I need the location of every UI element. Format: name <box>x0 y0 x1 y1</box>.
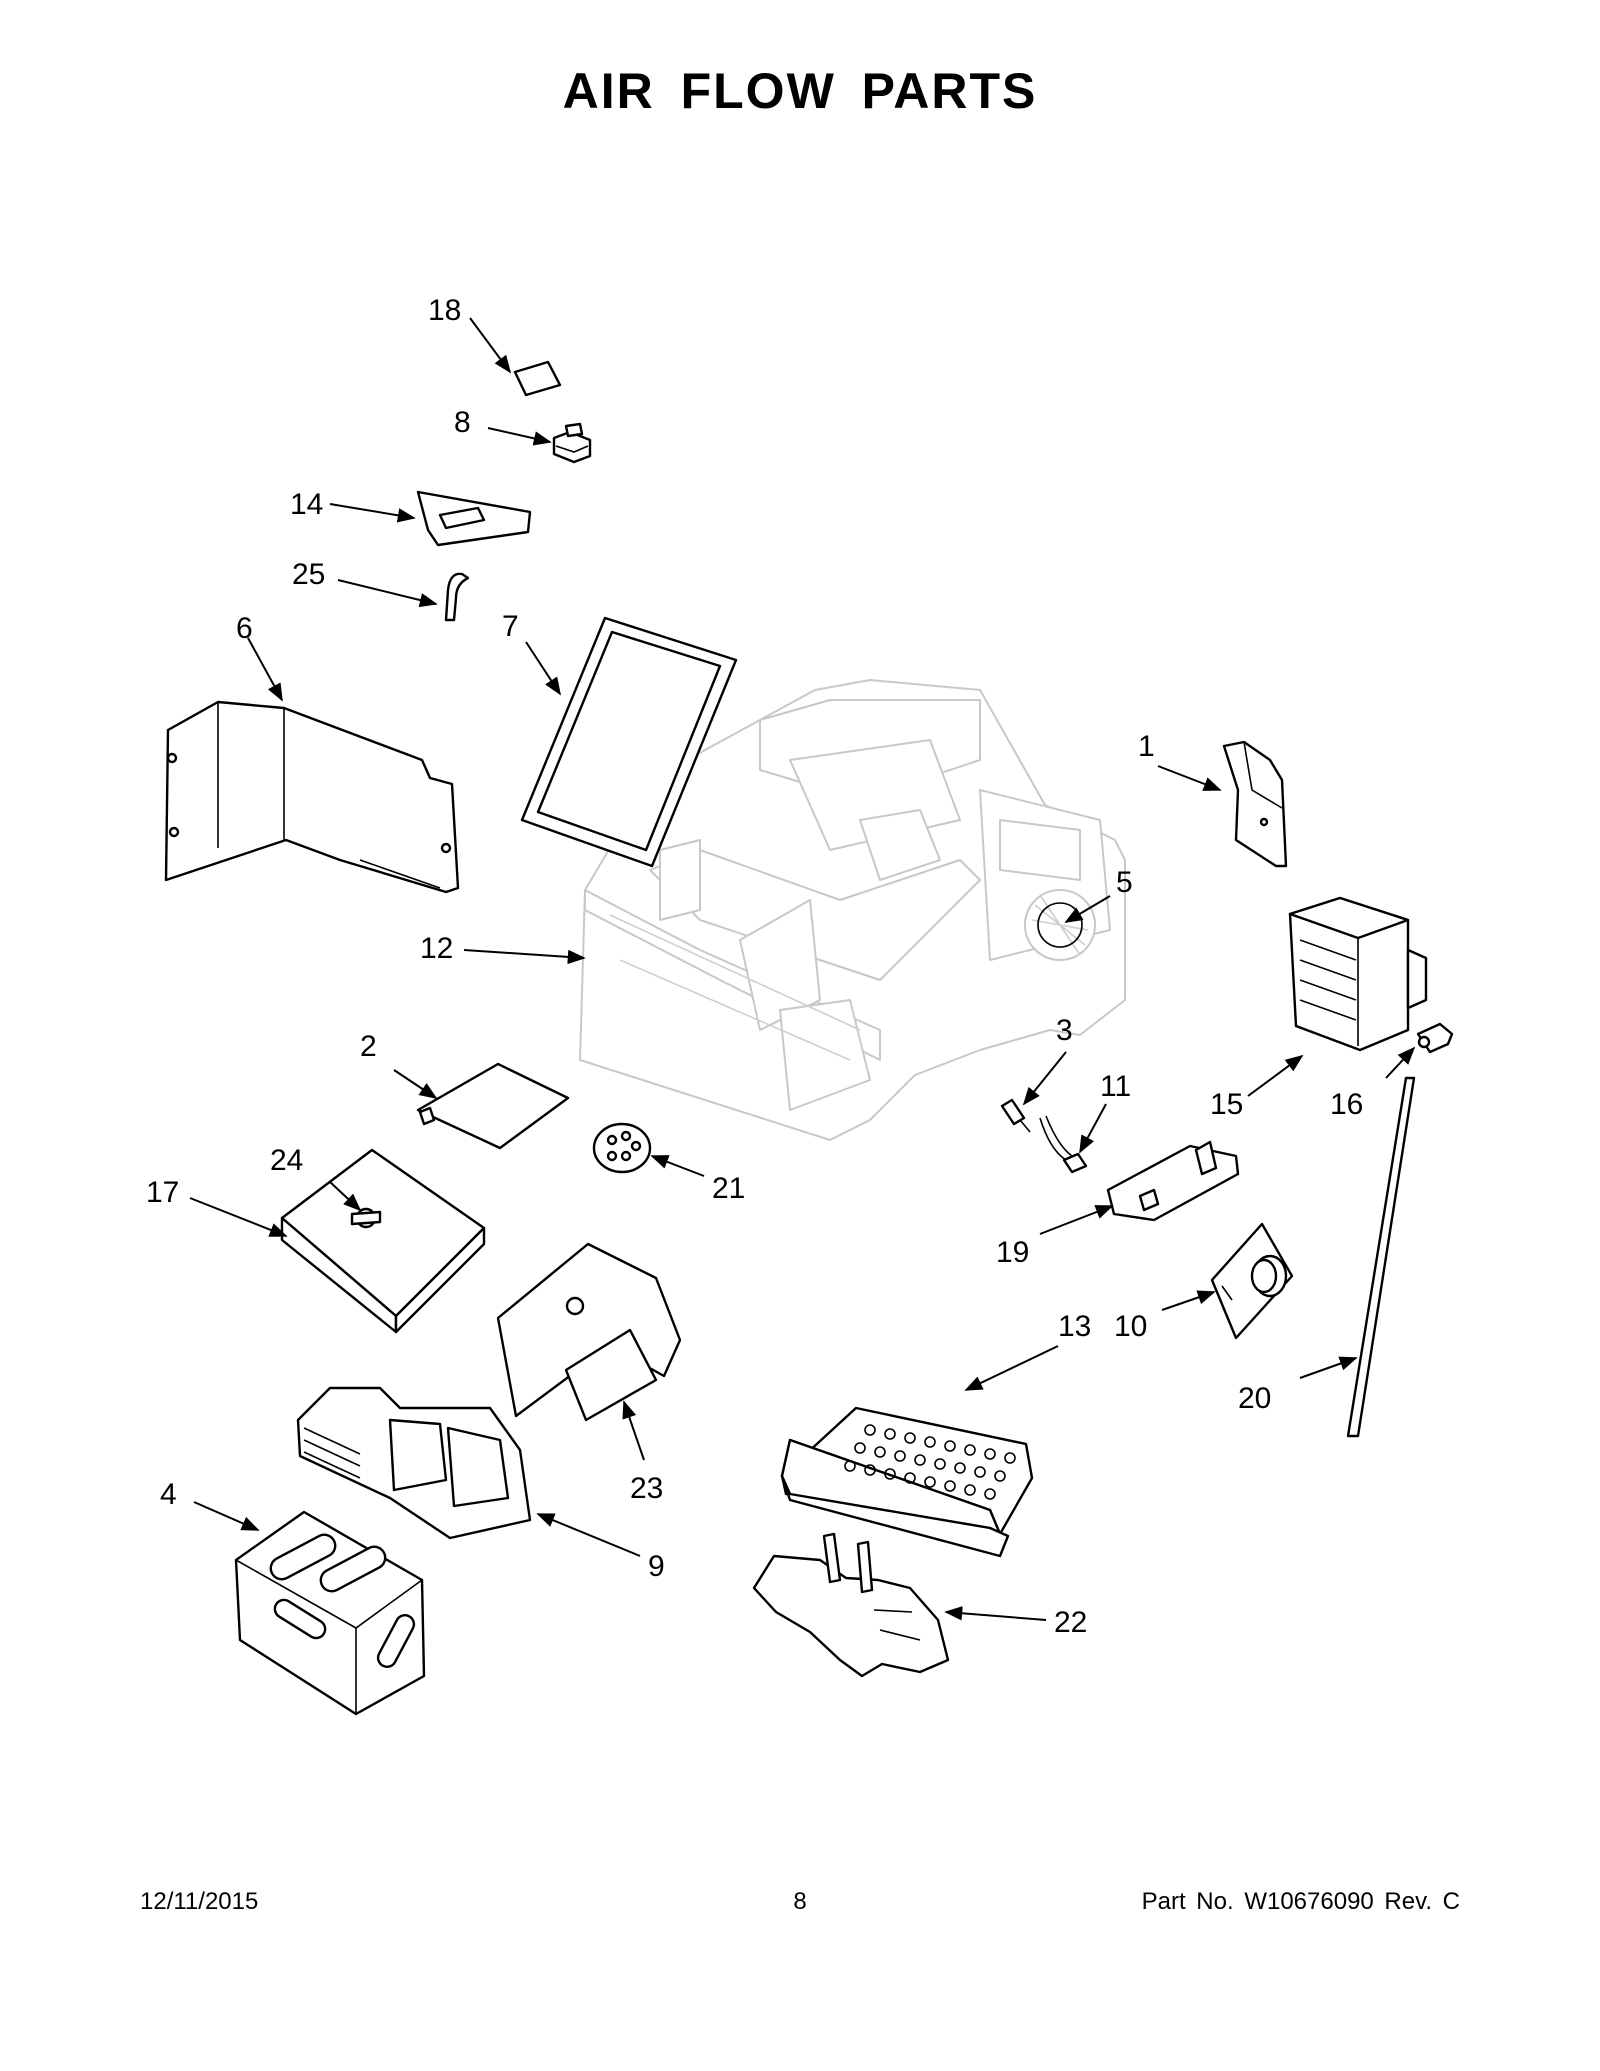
callout-13: 13 <box>1058 1310 1091 1343</box>
part-18-shape <box>513 360 562 397</box>
page-title: AIR FLOW PARTS <box>562 63 1038 119</box>
part-3-shape <box>1000 1098 1031 1133</box>
part-8-shape <box>552 422 592 464</box>
callout-12: 12 <box>420 932 453 965</box>
part-9-shape <box>296 1386 532 1540</box>
part-19-shape <box>1106 1140 1240 1222</box>
housing-ghost <box>579 679 1126 1141</box>
callout-25: 25 <box>292 558 325 591</box>
callout-9: 9 <box>648 1550 665 1583</box>
part-6-shape <box>164 700 460 894</box>
callout-5: 5 <box>1116 866 1133 899</box>
part-11-shape <box>1039 1115 1088 1174</box>
callout-20: 20 <box>1238 1382 1271 1415</box>
footer-date: 12/11/2015 <box>140 1888 259 1915</box>
part-5-fan-marker <box>1037 902 1083 948</box>
part-16-shape <box>1416 1022 1454 1054</box>
callout-1: 1 <box>1138 730 1155 763</box>
part-14-shape <box>416 490 532 547</box>
footer-part-number: Part No. W10676090 Rev. C <box>1141 1888 1460 1915</box>
part-25-shape <box>444 572 470 622</box>
part-23-shape <box>496 1242 682 1422</box>
part-4-shape <box>234 1510 426 1716</box>
callout-2: 2 <box>360 1030 377 1063</box>
part-2-shape <box>416 1062 570 1150</box>
part-15-shape <box>1288 896 1428 1052</box>
callout-19: 19 <box>996 1236 1029 1269</box>
callout-21: 21 <box>712 1172 745 1205</box>
callout-18: 18 <box>428 294 461 327</box>
part-1-shape <box>1222 740 1288 868</box>
callout-16: 16 <box>1330 1088 1363 1121</box>
callout-3: 3 <box>1056 1014 1073 1047</box>
part-10-shape <box>1210 1222 1294 1340</box>
callout-7: 7 <box>502 610 519 643</box>
callout-17: 17 <box>146 1176 179 1209</box>
callout-22: 22 <box>1054 1606 1087 1639</box>
callout-numbers: 1 2 3 4 5 6 7 8 9 10 11 12 13 14 15 16 1… <box>146 294 1363 1639</box>
callout-6: 6 <box>236 612 253 645</box>
callout-4: 4 <box>160 1478 177 1511</box>
part-24-shape <box>350 1207 382 1229</box>
callout-10: 10 <box>1114 1310 1147 1343</box>
footer-page-number: 8 <box>793 1888 807 1915</box>
part-20-shape <box>1346 1076 1416 1438</box>
leader-lines <box>189 317 1416 1621</box>
part-22-shape <box>752 1532 950 1678</box>
callout-24: 24 <box>270 1144 303 1177</box>
part-17-shape <box>280 1148 486 1334</box>
part-7-shape <box>520 616 738 868</box>
part-13-shape <box>780 1406 1034 1558</box>
part-21-shape <box>592 1122 652 1174</box>
callout-11: 11 <box>1100 1070 1131 1103</box>
callout-15: 15 <box>1210 1088 1243 1121</box>
callout-23: 23 <box>630 1472 663 1505</box>
callout-8: 8 <box>454 406 471 439</box>
callout-14: 14 <box>290 488 323 521</box>
